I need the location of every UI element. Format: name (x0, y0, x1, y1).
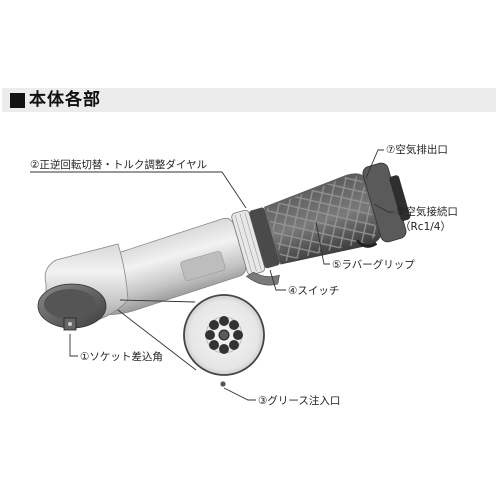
label-grease-port: ③グリース注入口 (258, 395, 341, 407)
label-air-inlet: ⑥空気接続口 (396, 206, 458, 218)
section-title: 本体各部 (29, 90, 101, 110)
grease-port-icon (220, 381, 226, 387)
label-rubber-grip: ⑤ラバーグリップ (332, 259, 415, 271)
bearing-ring (205, 316, 243, 354)
switch-lever (245, 271, 280, 286)
label-direction-torque-dial: ②正逆回転切替・トルク調整ダイヤル (30, 159, 208, 171)
section-header-bar (2, 88, 496, 112)
angle-head (37, 243, 129, 331)
label-socket-drive: ①ソケット差込角 (80, 351, 163, 363)
housing-window (180, 250, 226, 281)
label-air-exhaust: ⑦空気排出口 (386, 144, 448, 156)
label-switch: ④スイッチ (288, 285, 340, 297)
label-air-inlet-thread: （Rc1/4） (400, 221, 451, 233)
black-square-icon (10, 93, 25, 108)
grip-collar (249, 207, 280, 269)
leader-lines (30, 149, 394, 401)
